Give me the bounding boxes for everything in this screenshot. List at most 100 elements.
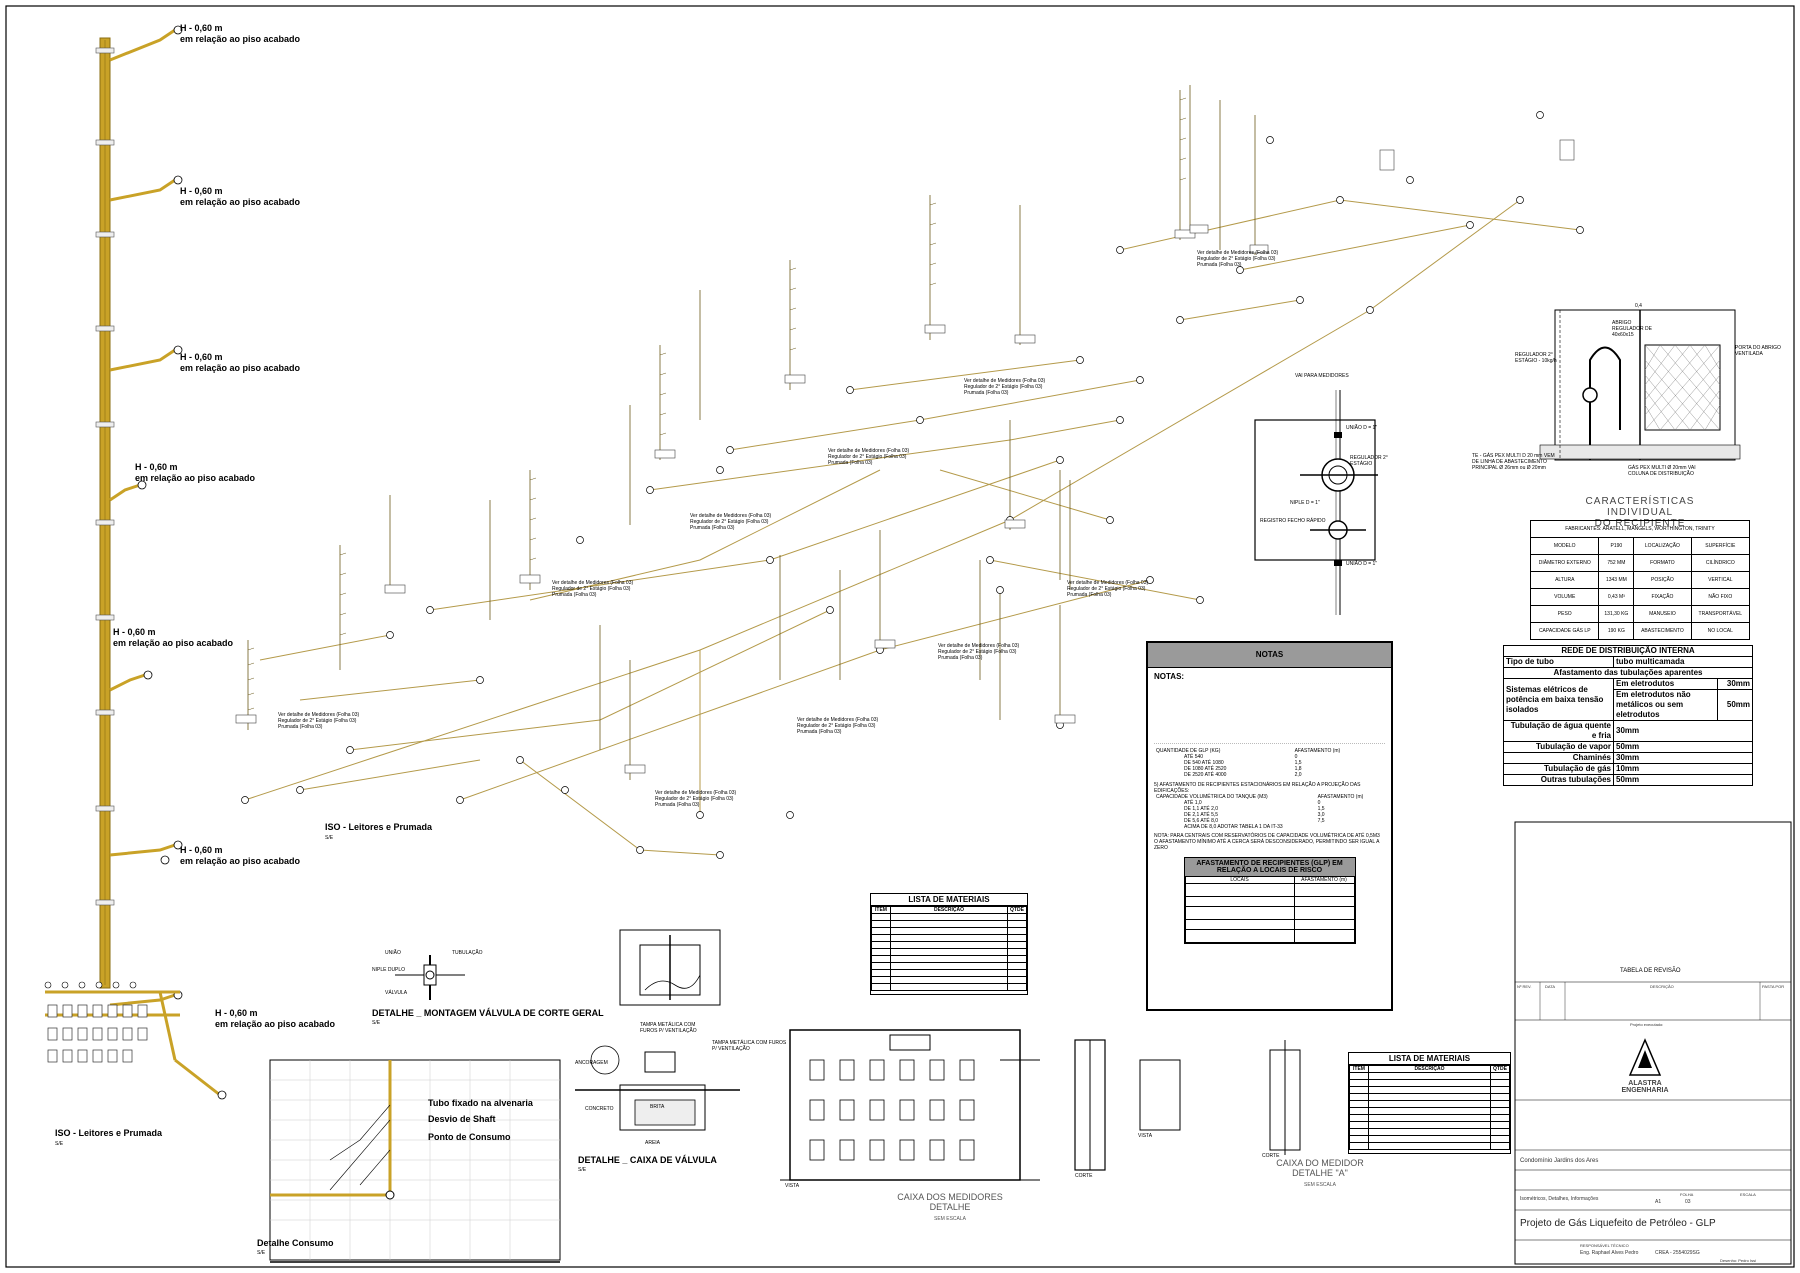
consumo-scale: S/E: [257, 1250, 266, 1256]
meter-note: Ver detalhe de Medidores (Folha 03)Regul…: [828, 448, 910, 466]
meter-note: Ver detalhe de Medidores (Folha 03)Regul…: [1197, 250, 1279, 268]
folha-value: 03: [1685, 1199, 1691, 1205]
ancoragem-label: ANCORAGEM: [575, 1060, 608, 1066]
valve-union-top: UNIÃO D = 1": [1346, 425, 1378, 431]
tubo-fixado-label: Tubo fixado na alvenaria: [428, 1098, 533, 1108]
caixa-valvula-scale: S/E: [578, 1167, 587, 1173]
meter-bank-left: [44, 981, 180, 1063]
alastra-logo: [1628, 1038, 1662, 1076]
iso-riser-ticks: [247, 97, 1187, 711]
iso-left-title: ISO - Leitores e Prumada: [55, 1128, 163, 1138]
meter-note: Ver detalhe de Medidores (Folha 03)Regul…: [552, 580, 634, 598]
rede-title: REDE DE DISTRIBUIÇÃO INTERNA: [1503, 645, 1753, 657]
valve-registro: REGISTRO FECHO RÁPIDO: [1260, 518, 1326, 524]
montagem-valvula: VÁLVULA: [385, 990, 408, 996]
carac-fabricantes: FABRICANTES: ARATELL, MANGELS, WORTHINGT…: [1530, 520, 1750, 538]
montagem-scale: S/E: [372, 1020, 381, 1026]
meter-note: Ver detalhe de Medidores (Folha 03)Regul…: [964, 378, 1046, 396]
iso-meter-clusters: [235, 139, 1575, 774]
revisao-title: TABELA DE REVISÃO: [1620, 968, 1681, 974]
rev-col: PASTA POR: [1762, 984, 1785, 989]
montagem-title: DETALHE _ MONTAGEM VÁLVULA DE CORTE GERA…: [372, 1008, 604, 1018]
meter-note: Ver detalhe de Medidores (Folha 03)Regul…: [278, 712, 360, 730]
resp-value: Eng. Raphael Alves Pedro: [1580, 1250, 1639, 1256]
sheet-border: [5, 5, 1795, 1268]
consumo-drawing: [269, 1059, 561, 1263]
meter-note: Ver detalhe de Medidores (Folha 03)Regul…: [938, 643, 1020, 661]
montagem-uniao: UNIÃO: [385, 950, 401, 956]
meter-note: Ver detalhe de Medidores (Folha 03)Regul…: [690, 513, 772, 531]
abrigo-drawing: [1539, 309, 1741, 461]
ponto-consumo-label: Ponto de Consumo: [428, 1132, 511, 1142]
lista-title: LISTA DE MATERIAIS: [1349, 1053, 1510, 1065]
meter-note: Ver detalhe de Medidores (Folha 03)Regul…: [1067, 580, 1149, 598]
concreto-label: CONCRETO: [585, 1106, 614, 1112]
tampa-label-1: TAMPA METÁLICA COM FUROS P/ VENTILAÇÃO: [640, 1022, 697, 1034]
valve-niple: NIPLE D = 1": [1290, 500, 1320, 506]
rev-col: DATA: [1545, 984, 1556, 989]
rede-table: REDE DE DISTRIBUIÇÃO INTERNA Tipo de tub…: [1503, 645, 1753, 786]
caixa-valvula-drawing: [575, 929, 740, 1131]
iso-risers: [247, 85, 1256, 780]
notas-header: NOTAS: [1148, 643, 1391, 668]
abrigo-dim: 0,4: [1635, 303, 1642, 309]
left-riser-group: [44, 25, 227, 1100]
caixa-medidores-drawing: [780, 1029, 1301, 1181]
carac-table: FABRICANTES: ARATELL, MANGELS, WORTHINGT…: [1529, 520, 1751, 640]
vista-label-1: VISTA: [785, 1183, 800, 1189]
areia-label: AREIA: [645, 1140, 661, 1146]
assunto: Isométricos, Detalhes, Informações: [1520, 1196, 1599, 1202]
montagem-valvula-drawing: [395, 955, 465, 1000]
notas-box: NOTAS NOTAS: QUANTIDADE DE GLP (KG)AFAST…: [1146, 641, 1393, 1011]
iso-main-scale: S/E: [325, 835, 334, 841]
montagem-tubulacao: TUBULAÇÃO: [452, 950, 483, 956]
quantidade-table: QUANTIDADE DE GLP (KG)AFASTAMENTO (m) AT…: [1156, 748, 1341, 778]
valve-union-bottom: UNIÃO D = 1": [1346, 561, 1378, 567]
rev-col: Nº REV.: [1517, 984, 1532, 989]
condominio-name: Condomínio Jardins dos Ares: [1520, 1158, 1599, 1164]
escala-label: ESCALA: [1740, 1192, 1756, 1197]
crea: CREA - 2554029SG: [1655, 1250, 1700, 1256]
vista-label-2: VISTA: [1138, 1133, 1153, 1139]
caixa-valvula-title: DETALHE _ CAIXA DE VÁLVULA: [578, 1155, 717, 1165]
abrigo-label: ABRIGO REGULADOR DE 40x60x15: [1612, 320, 1653, 338]
valve-regulator: REGULADOR 2° ESTÁGIO: [1350, 455, 1388, 467]
projeto-title: Projeto de Gás Liquefeito de Petróleo - …: [1520, 1218, 1716, 1229]
lista-title: LISTA DE MATERIAIS: [871, 894, 1027, 906]
montagem-niple: NIPLE DUPLO: [372, 967, 406, 973]
capacidade-table: CAPACIDADE VOLUMÉTRICA DO TANQUE (M3)AFA…: [1156, 794, 1364, 830]
folha-label: FOLHA: [1680, 1192, 1694, 1197]
iso-left-scale: S/E: [55, 1141, 64, 1147]
brita-label: BRITA: [650, 1104, 665, 1110]
tampa-label-2: TAMPA METÁLICA COM FUROS P/ VENTILAÇÃO: [712, 1040, 787, 1052]
abrigo-porta: PORTA DO ABRIGO VENTILADA: [1735, 345, 1781, 357]
abrigo-gas: GÁS PEX MULTI Ø 20mm VAI COLUNA DE DISTR…: [1628, 465, 1696, 477]
corte-label-1: CORTE: [1075, 1173, 1093, 1179]
desenho: Desenho: Pedro Issi: [1720, 1258, 1757, 1263]
valve-detail-drawing: [1254, 390, 1378, 615]
notas-estacionarios: 5) AFASTAMENTO DE RECIPIENTES ESTACIONÁR…: [1154, 782, 1361, 794]
rev-col: DESCRIÇÃO: [1650, 984, 1674, 989]
